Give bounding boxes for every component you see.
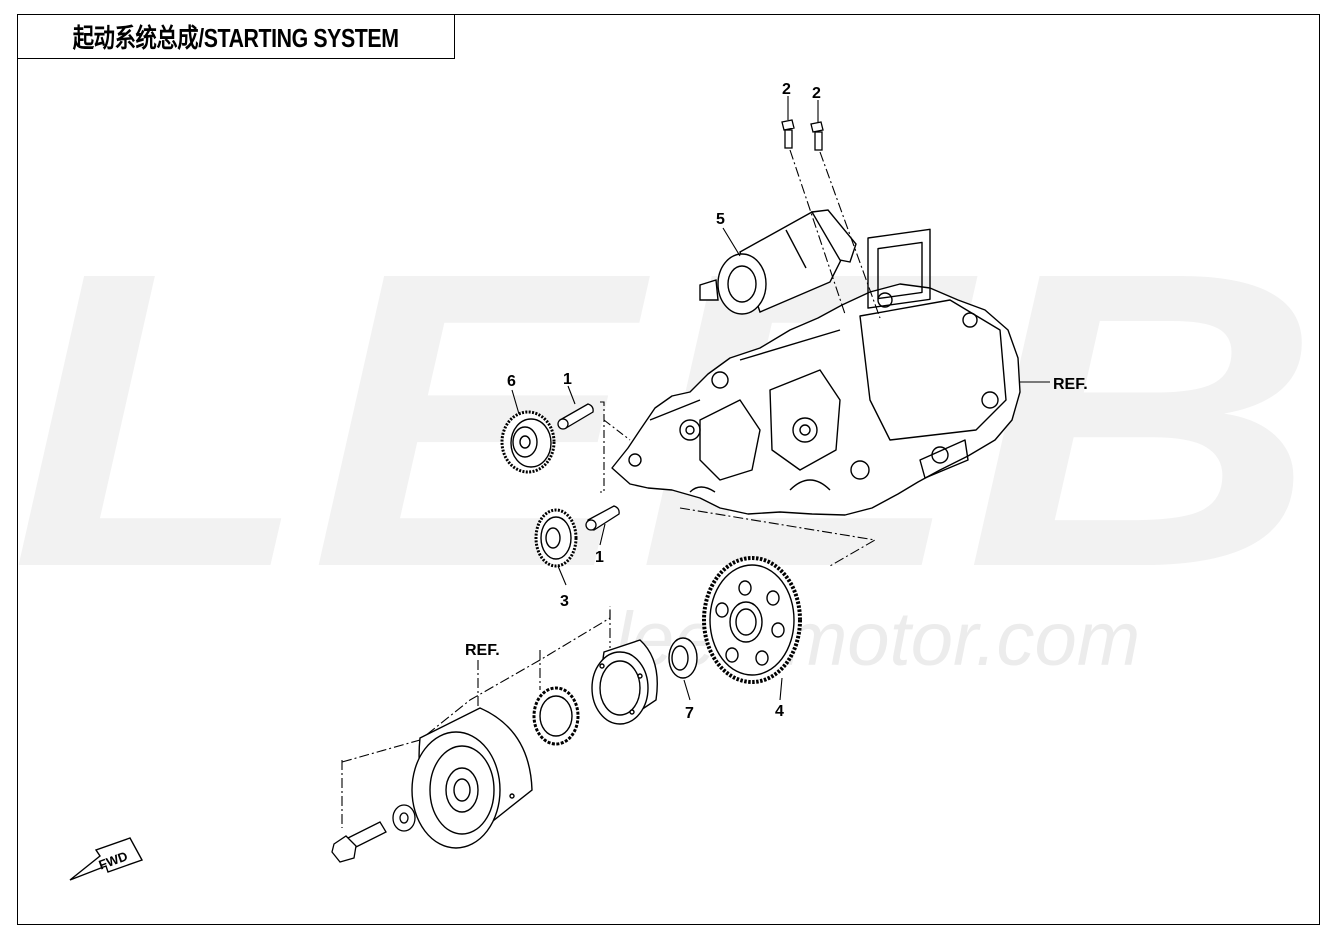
ref-flywheel: REF. — [465, 642, 500, 659]
starter-motor — [699, 209, 857, 315]
callout-1a: 1 — [563, 371, 572, 388]
callout-2b: 2 — [812, 85, 821, 102]
callout-6: 6 — [507, 373, 516, 390]
callout-4: 4 — [775, 703, 784, 720]
dowel-pins — [557, 403, 620, 531]
clutch-housing — [591, 639, 658, 725]
page-title: 起动系统总成/STARTING SYSTEM — [73, 23, 399, 53]
starter-bolts — [781, 119, 824, 151]
drawing-frame — [17, 14, 1320, 925]
one-way-clutch — [532, 686, 580, 746]
fwd-arrow: FWD — [69, 837, 144, 881]
starter-driven-gear-4 — [702, 556, 802, 684]
flywheel-washer-bolt — [331, 804, 416, 863]
callout-7: 7 — [685, 705, 694, 722]
ref-crankcase: REF. — [1053, 376, 1088, 393]
washer-7 — [668, 637, 698, 679]
callout-3: 3 — [560, 593, 569, 610]
callout-1b: 1 — [595, 549, 604, 566]
callout-5: 5 — [716, 211, 725, 228]
title-box: 起动系统总成/STARTING SYSTEM — [17, 14, 455, 59]
idle-gear-6 — [500, 410, 556, 474]
callouts: 2 2 5 6 1 1 3 4 7 REF. REF. — [465, 81, 1088, 722]
callout-2a: 2 — [782, 81, 791, 98]
flywheel — [411, 707, 533, 849]
leader-lines — [341, 96, 1050, 828]
reduction-gear-3 — [534, 508, 578, 568]
crankcase — [611, 228, 1021, 516]
